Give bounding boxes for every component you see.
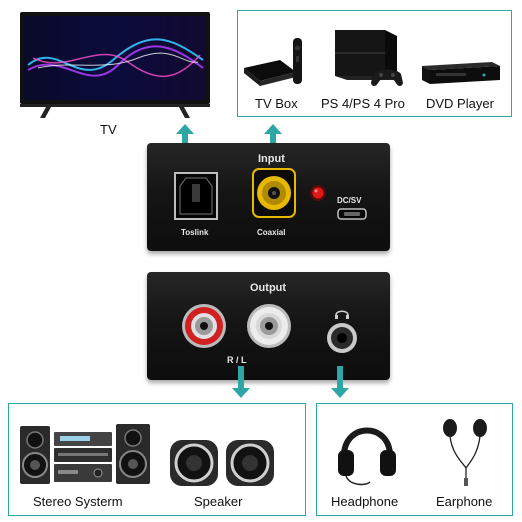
dvd-player-icon: [422, 62, 500, 84]
headphone-label: Headphone: [331, 494, 399, 509]
power-led: [310, 185, 326, 201]
speaker-icon: [170, 440, 274, 486]
earphone-icon: [443, 419, 487, 486]
dvd-player-label: DVD Player: [426, 96, 494, 111]
tv-box-icon: [244, 38, 302, 86]
input-title: Input: [258, 153, 285, 165]
rl-label: R / L: [227, 355, 247, 365]
earphone-label: Earphone: [436, 494, 493, 509]
coaxial-port: [252, 168, 296, 218]
output-title: Output: [250, 282, 287, 294]
stereo-system-icon: [20, 424, 150, 484]
rca-down-arrow: [232, 366, 250, 398]
rca-red-port: [182, 304, 226, 348]
rca-white-port: [247, 304, 291, 348]
game-console-icon: [335, 30, 403, 86]
coaxial-label: Coaxial: [257, 228, 286, 237]
headphone-jack-port: [327, 323, 357, 353]
headphone-jack-icon: [335, 310, 349, 319]
dc-power-port: [337, 208, 367, 220]
dcsv-label: DC/SV: [337, 196, 362, 205]
toslink-label: Toslink: [181, 228, 209, 237]
stereo-system-label: Stereo Systerm: [33, 494, 123, 509]
jack-down-arrow: [331, 366, 349, 398]
tv-box-label: TV Box: [255, 96, 298, 111]
speaker-label: Speaker: [194, 494, 243, 509]
ps4-label: PS 4/PS 4 Pro: [321, 96, 405, 111]
television-icon: [20, 12, 210, 118]
toslink-port: [174, 172, 218, 220]
tv-label: TV: [100, 122, 117, 137]
headphone-icon: [338, 427, 396, 486]
